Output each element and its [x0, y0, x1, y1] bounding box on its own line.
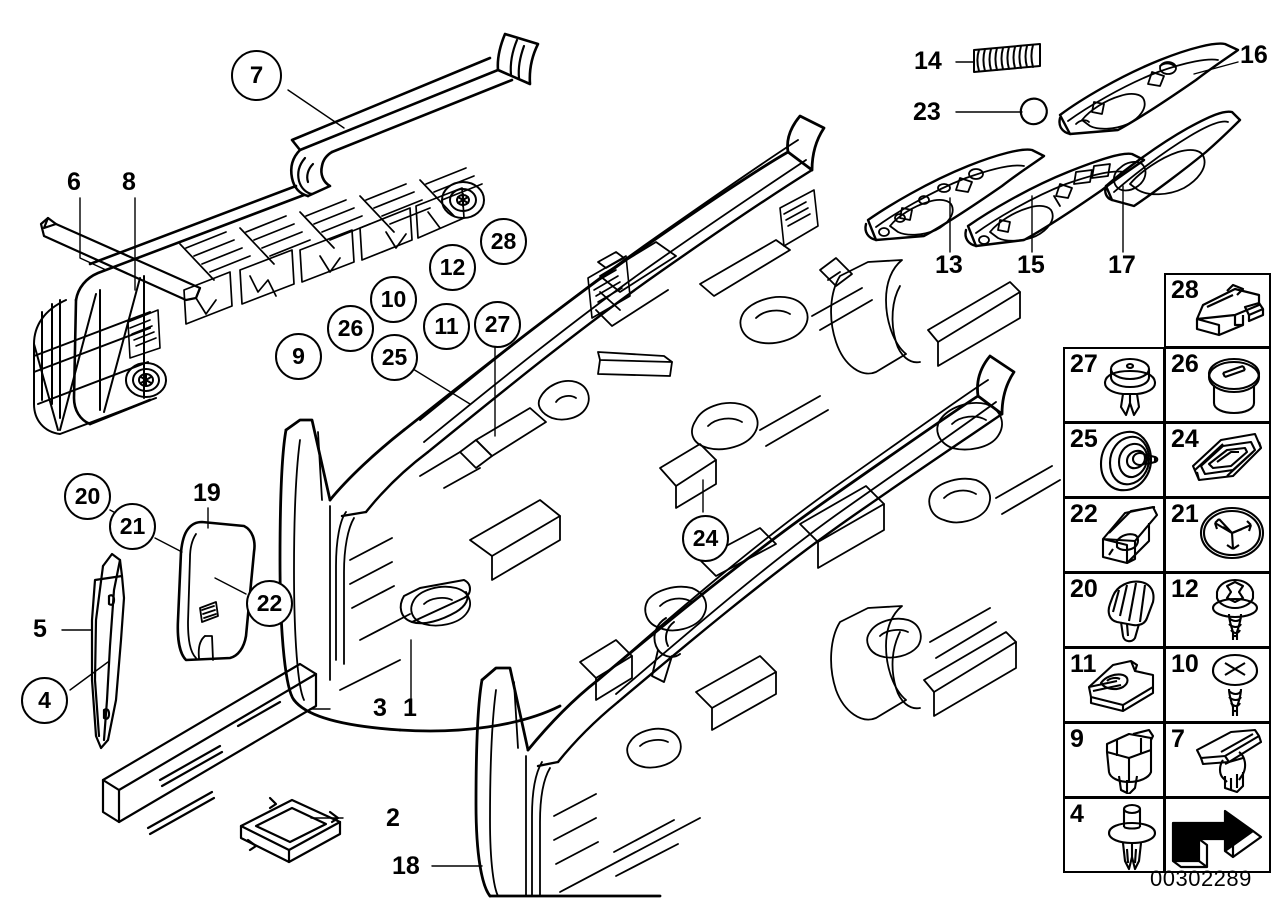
legend-cell-26: 26 [1164, 347, 1271, 423]
tri-spoke-nut-icon [1199, 506, 1265, 560]
push-pin-rivet-icon [1107, 803, 1157, 871]
legend-cell-27: 27 [1063, 347, 1165, 423]
callout-circle-22: 22 [246, 580, 293, 627]
legend-cell-21: 21 [1164, 497, 1271, 573]
legend-number-25: 25 [1070, 425, 1098, 453]
callout-15: 15 [1017, 251, 1045, 279]
callout-circle-27: 27 [474, 301, 521, 348]
legend-cell-direction [1164, 797, 1271, 873]
legend-number-4: 4 [1070, 800, 1084, 828]
socket-clip-icon [1105, 728, 1155, 794]
legend-number-10: 10 [1171, 650, 1199, 678]
callout-18: 18 [392, 852, 420, 880]
callout-23: 23 [913, 98, 941, 126]
callout-13: 13 [935, 251, 963, 279]
legend-cell-9: 9 [1063, 722, 1165, 798]
rectangular-cap-icon [1191, 432, 1263, 482]
flange-screw-icon [1211, 578, 1259, 640]
callout-1: 1 [403, 694, 417, 722]
callout-2: 2 [386, 804, 400, 832]
callout-circle-12: 12 [429, 244, 476, 291]
legend-cell-24: 24 [1164, 422, 1271, 498]
legend-number-22: 22 [1070, 500, 1098, 528]
legend-number-12: 12 [1171, 575, 1199, 603]
legend-number-20: 20 [1070, 575, 1098, 603]
fastener-legend-grid: 28 27 [1063, 273, 1271, 873]
expanding-rivet-icon [1103, 357, 1157, 417]
clip-bracket-icon [1195, 283, 1265, 337]
grommet-disc-icon [1099, 430, 1159, 492]
callout-6: 6 [67, 168, 81, 196]
diagram-id-number: 00302289 [1150, 866, 1252, 891]
legend-cell-25: 25 [1063, 422, 1165, 498]
callout-16: 16 [1240, 41, 1268, 69]
plate-clip-nut-icon [1087, 659, 1155, 713]
legend-cell-28: 28 [1164, 273, 1271, 348]
callout-14: 14 [914, 47, 942, 75]
legend-cell-22: 22 [1063, 497, 1165, 573]
round-plug-cap-icon [1207, 357, 1261, 415]
callout-circle-24: 24 [682, 515, 729, 562]
pan-head-screw-icon [1211, 653, 1259, 716]
legend-number-9: 9 [1070, 725, 1084, 753]
legend-number-11: 11 [1070, 650, 1097, 678]
legend-cell-12: 12 [1164, 572, 1271, 648]
callout-5: 5 [33, 615, 47, 643]
legend-number-26: 26 [1171, 350, 1199, 378]
callout-circle-4: 4 [21, 677, 68, 724]
hinge-clip-icon [1195, 728, 1263, 794]
callout-8: 8 [122, 168, 136, 196]
callout-circle-11: 11 [423, 303, 470, 350]
legend-cell-10: 10 [1164, 647, 1271, 723]
callout-circle-25: 25 [371, 334, 418, 381]
legend-number-7: 7 [1171, 725, 1185, 753]
callout-19: 19 [193, 479, 221, 507]
legend-cell-11: 11 [1063, 647, 1165, 723]
legend-cell-7: 7 [1164, 722, 1271, 798]
legend-number-27: 27 [1070, 350, 1098, 378]
callout-circle-20: 20 [64, 473, 111, 520]
callout-circle-7: 7 [231, 50, 282, 101]
callout-circle-21: 21 [109, 503, 156, 550]
legend-cell-20: 20 [1063, 572, 1165, 648]
callout-circle-28: 28 [480, 218, 527, 265]
callout-3: 3 [373, 694, 387, 722]
spring-clip-icon [1101, 505, 1159, 565]
knob-stud-icon [1107, 580, 1155, 643]
callout-circle-26: 26 [327, 305, 374, 352]
callout-circle-10: 10 [370, 276, 417, 323]
legend-cell-4: 4 [1063, 797, 1165, 873]
legend-number-24: 24 [1171, 425, 1199, 453]
callout-circle-9: 9 [275, 333, 322, 380]
legend-number-28: 28 [1171, 276, 1199, 304]
legend-number-21: 21 [1171, 500, 1199, 528]
callout-17: 17 [1108, 251, 1136, 279]
direction-arrow-icon [1171, 809, 1263, 869]
